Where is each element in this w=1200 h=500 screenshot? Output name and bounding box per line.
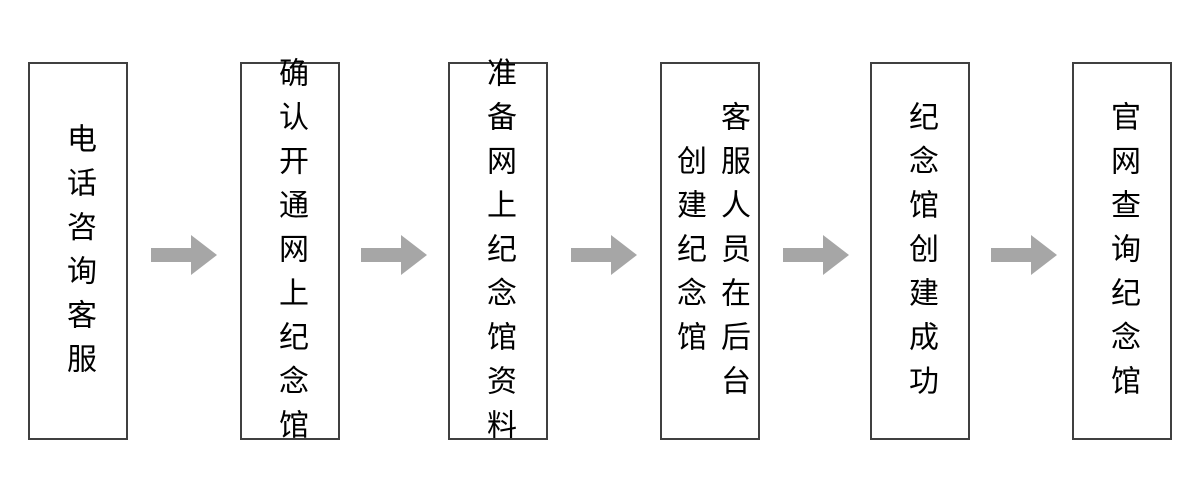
flow-node-step-1[interactable]: 电话咨询客服 xyxy=(28,62,128,440)
flow-node-text-column: 准备网上纪念馆资料 xyxy=(481,56,516,453)
flow-node-step-3[interactable]: 准备网上纪念馆资料 xyxy=(448,57,548,453)
flow-node-text-column: 纪念馆创建成功 xyxy=(903,100,938,409)
flow-node-text-column: 官网查询纪念馆 xyxy=(1105,100,1140,409)
right-arrow-icon xyxy=(151,233,217,277)
flow-node-step-5[interactable]: 纪念馆创建成功 xyxy=(870,62,970,440)
right-arrow-icon xyxy=(783,233,849,277)
right-arrow-icon xyxy=(991,233,1057,277)
flow-node-step-2[interactable]: 确认开通网上纪念馆 xyxy=(240,57,340,453)
flow-node-text-column: 电话咨询客服 xyxy=(61,122,96,387)
right-arrow-icon xyxy=(571,233,637,277)
flow-node-text-column: 确认开通网上纪念馆 xyxy=(273,56,308,453)
flow-node-text-column: 创建纪念馆 xyxy=(671,144,706,365)
flow-node-step-6[interactable]: 官网查询纪念馆 xyxy=(1072,62,1172,440)
flow-node-step-4[interactable]: 客服人员在后台 创建纪念馆 xyxy=(660,62,760,440)
right-arrow-icon xyxy=(361,233,427,277)
flow-node-text-column: 客服人员在后台 xyxy=(715,100,750,409)
